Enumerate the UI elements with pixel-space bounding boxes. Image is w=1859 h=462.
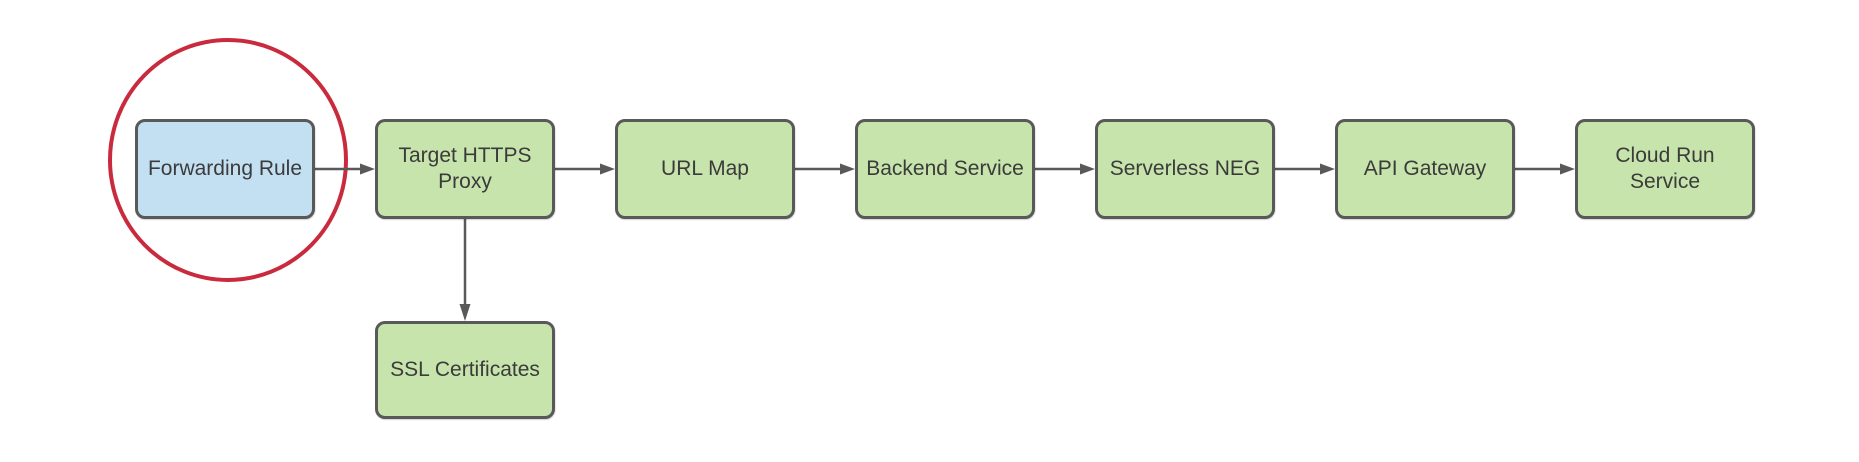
node-serverless-neg-label: Serverless NEG [1109, 157, 1261, 180]
edge-api-gateway-to-cloud-run-service [1515, 163, 1575, 175]
node-cloud-run-service-label: Cloud Run Service [1615, 144, 1715, 193]
node-cloud-run-service: Cloud Run Service [1575, 119, 1755, 219]
node-forwarding-rule-label: Forwarding Rule [147, 157, 303, 180]
node-api-gateway: API Gateway [1335, 119, 1515, 219]
node-backend-service-label: Backend Service [866, 157, 1024, 180]
edge-serverless-neg-to-api-gateway [1275, 163, 1335, 175]
node-api-gateway-label: API Gateway [1363, 157, 1487, 180]
edge-forwarding-rule-to-target-https-proxy [315, 163, 375, 175]
node-backend-service: Backend Service [855, 119, 1035, 219]
node-target-https-proxy-label: Target HTTPS Proxy [398, 144, 532, 193]
node-url-map: URL Map [615, 119, 795, 219]
edge-url-map-to-backend-service [795, 163, 855, 175]
node-url-map-label: URL Map [661, 157, 749, 180]
node-target-https-proxy: Target HTTPS Proxy [375, 119, 555, 219]
edge-target-https-proxy-to-ssl-certificates [459, 219, 471, 321]
node-ssl-certificates-label: SSL Certificates [390, 358, 540, 381]
edge-backend-service-to-serverless-neg [1035, 163, 1095, 175]
edge-target-https-proxy-to-url-map [555, 163, 615, 175]
node-ssl-certificates: SSL Certificates [375, 321, 555, 419]
node-serverless-neg: Serverless NEG [1095, 119, 1275, 219]
node-forwarding-rule: Forwarding Rule [135, 119, 315, 219]
